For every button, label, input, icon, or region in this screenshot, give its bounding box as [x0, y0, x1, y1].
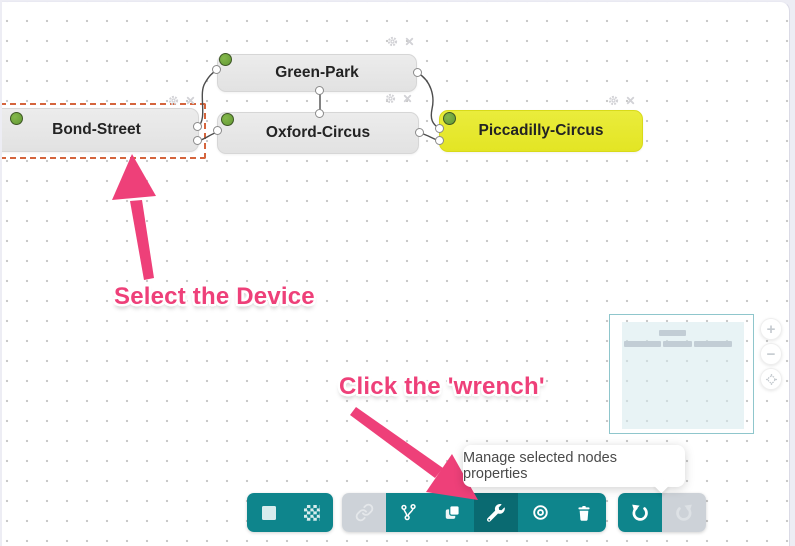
node-oxford-circus[interactable]: Oxford-Circus	[217, 112, 419, 154]
minimap-viewport[interactable]	[609, 314, 754, 434]
delete-button[interactable]	[562, 493, 606, 532]
link-icon	[355, 503, 373, 522]
port[interactable]	[435, 136, 444, 145]
node-piccadilly-circus[interactable]: Piccadilly-Circus	[439, 110, 643, 152]
gear-icon[interactable]	[607, 94, 620, 107]
minimap-node	[663, 341, 692, 347]
port[interactable]	[193, 136, 202, 145]
toolbar-select-group	[247, 493, 333, 532]
redo-button[interactable]	[662, 493, 706, 532]
tooltip: Manage selected nodes properties	[463, 445, 685, 494]
undo-icon	[632, 504, 648, 521]
selection-dashed-box	[2, 103, 206, 159]
wrench-button[interactable]	[474, 493, 518, 532]
close-icon[interactable]	[404, 36, 415, 47]
close-icon[interactable]	[185, 95, 196, 106]
split-links-button[interactable]	[386, 493, 430, 532]
branch-icon	[400, 503, 416, 521]
trash-icon	[578, 505, 590, 521]
zoom-in-button[interactable]: +	[760, 318, 782, 340]
port[interactable]	[415, 128, 424, 137]
zoom-fit-button[interactable]	[760, 368, 782, 390]
zoom-out-button[interactable]: −	[760, 343, 782, 365]
minimap-node	[624, 341, 661, 347]
status-dot-piccadilly-circus	[443, 112, 456, 125]
status-dot-green-park	[219, 53, 232, 66]
minimap-node	[694, 341, 732, 347]
toolbar-history-group	[618, 493, 706, 532]
plus-icon: +	[766, 320, 776, 338]
square-select-button[interactable]	[247, 493, 290, 532]
square-icon	[261, 505, 276, 520]
gear-icon[interactable]	[386, 35, 399, 48]
port[interactable]	[193, 122, 202, 131]
port[interactable]	[213, 126, 222, 135]
gear-icon[interactable]	[167, 94, 180, 107]
capture-button[interactable]	[518, 493, 562, 532]
undo-button[interactable]	[618, 493, 662, 532]
checkerboard-icon	[303, 504, 320, 521]
duplicate-button[interactable]	[430, 493, 474, 532]
status-dot-oxford-circus	[221, 113, 234, 126]
port[interactable]	[435, 124, 444, 133]
tooltip-text: Manage selected nodes properties	[463, 450, 617, 482]
wrench-icon	[487, 503, 505, 522]
node-label: Piccadilly-Circus	[478, 122, 604, 139]
port[interactable]	[315, 86, 324, 95]
gear-icon[interactable]	[384, 92, 397, 105]
crosshair-icon	[765, 373, 777, 385]
redo-icon	[676, 504, 692, 521]
minimap-content	[622, 322, 744, 429]
port[interactable]	[413, 68, 422, 77]
close-icon[interactable]	[625, 95, 636, 106]
node-label: Bond-Street	[52, 121, 141, 138]
port[interactable]	[315, 109, 324, 118]
copy-icon	[445, 505, 460, 519]
annotation-select-device: Select the Device	[114, 283, 315, 310]
node-label: Oxford-Circus	[265, 124, 371, 141]
port[interactable]	[212, 65, 221, 74]
node-label: Green-Park	[275, 64, 359, 81]
status-dot-bond-street	[10, 112, 23, 125]
close-icon[interactable]	[402, 93, 413, 104]
annotation-click-wrench: Click the 'wrench'	[339, 373, 545, 400]
node-bond-street[interactable]: Bond-Street	[2, 108, 199, 152]
minimap-node	[659, 330, 686, 336]
target-icon	[532, 505, 548, 520]
link-nodes-button[interactable]	[342, 493, 386, 532]
minus-icon: −	[766, 345, 776, 363]
toolbar-edit-group	[342, 493, 606, 532]
multi-select-button[interactable]	[290, 493, 333, 532]
